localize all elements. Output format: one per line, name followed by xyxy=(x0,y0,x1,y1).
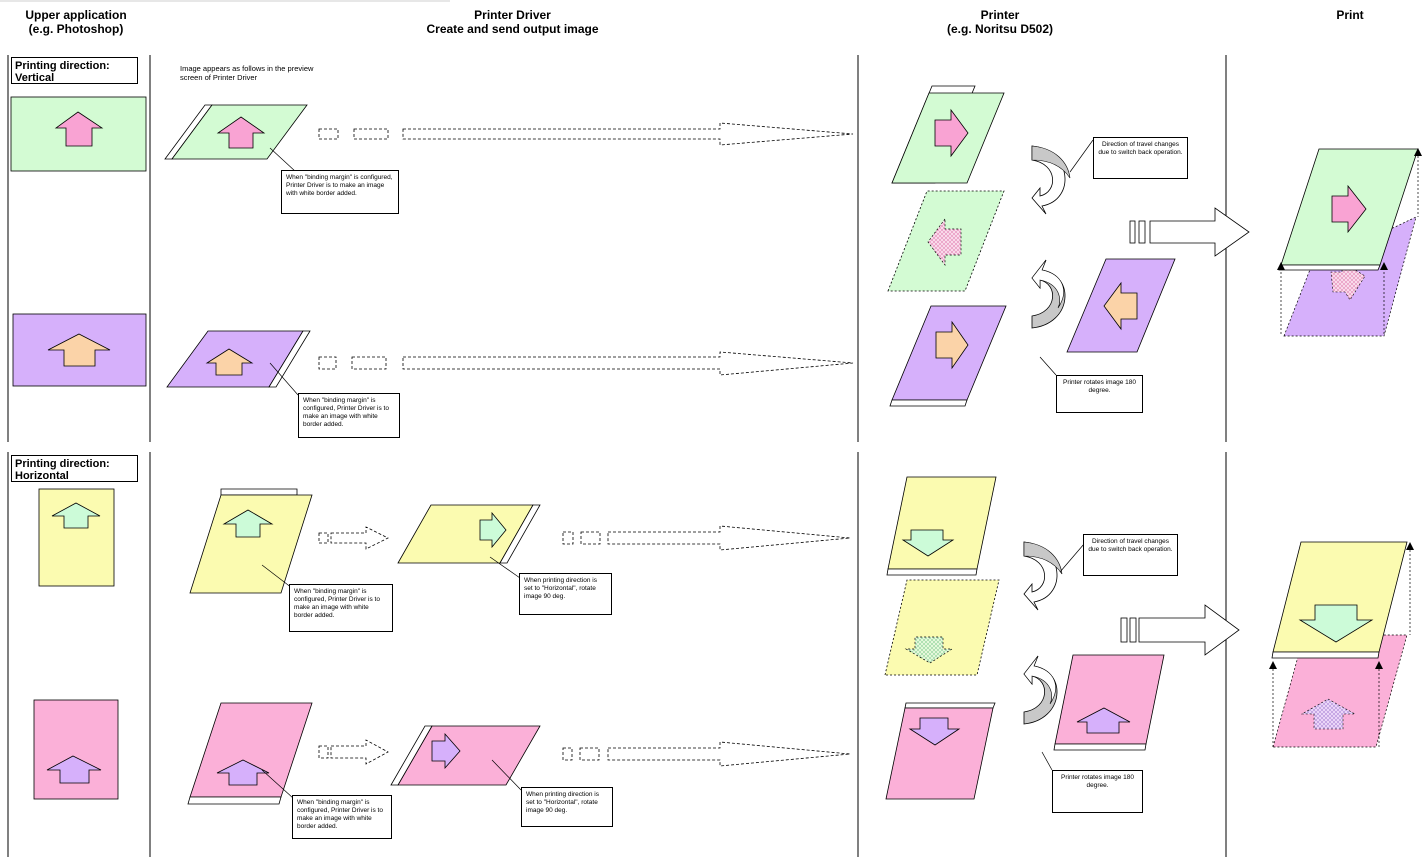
printer-image-yellow-flipped xyxy=(884,579,1000,676)
print-result-vertical xyxy=(1277,148,1422,337)
output-arrow-row1 xyxy=(1129,207,1250,257)
note-rotate-90-1: When printing direction is set to "Horiz… xyxy=(519,573,612,615)
driver-image-pink-rotated xyxy=(390,725,541,786)
note-binding-margin-3: When "binding margin" is configured, Pri… xyxy=(289,584,393,632)
switchback-curve-arrow-1 xyxy=(1031,145,1071,215)
driver-send-arrow-pink xyxy=(318,739,389,765)
source-image-purple xyxy=(12,313,147,387)
printer-image-green xyxy=(891,85,1005,184)
note-binding-margin-4: When "binding margin" is configured, Pri… xyxy=(292,795,392,839)
printer-image-purple-rotated xyxy=(1066,258,1176,353)
driver-image-purple xyxy=(166,330,311,388)
note-switch-back-1: Direction of travel changes due to switc… xyxy=(1093,137,1188,179)
send-arrow-row4 xyxy=(562,741,851,767)
switchback-curve-arrow-2 xyxy=(1031,259,1066,329)
column-dividers xyxy=(7,55,1227,857)
driver-image-pink xyxy=(187,702,313,805)
print-result-horizontal xyxy=(1269,541,1414,748)
column-header-print: Print xyxy=(1336,8,1364,22)
column-header-printer: Printer (e.g. Noritsu D502) xyxy=(946,8,1054,36)
printer-image-pink-rotated xyxy=(1053,654,1165,751)
output-arrow-row2 xyxy=(1120,604,1240,656)
section-label-horizontal: Printing direction: Horizontal xyxy=(11,455,138,482)
note-binding-margin-2: When "binding margin" is configured, Pri… xyxy=(298,393,400,438)
driver-image-yellow-rotated xyxy=(397,504,541,564)
printer-image-purple xyxy=(889,305,1007,407)
printer-image-green-flipped xyxy=(887,190,1005,292)
note-rotate-180-1: Printer rotates image 180 degree. xyxy=(1056,375,1143,413)
column-header-printer-driver: Printer Driver Create and send output im… xyxy=(426,8,599,36)
printer-image-pink xyxy=(885,702,996,800)
switchback-curve-arrow-3 xyxy=(1023,541,1063,611)
send-arrow-row3 xyxy=(562,525,851,551)
switchback-curve-arrow-4 xyxy=(1023,655,1058,725)
note-rotate-180-2: Printer rotates image 180 degree. xyxy=(1052,770,1143,813)
note-binding-margin-1: When "binding margin" is configured, Pri… xyxy=(281,170,399,214)
send-arrow-row1 xyxy=(318,122,854,146)
driver-send-arrow-yellow xyxy=(318,526,389,550)
send-arrow-row2 xyxy=(318,351,854,376)
source-image-green xyxy=(10,96,147,172)
source-image-yellow xyxy=(38,488,115,587)
source-image-pink xyxy=(33,699,119,800)
printer-image-yellow xyxy=(886,476,997,576)
column-header-upper-application: Upper application (e.g. Photoshop) xyxy=(25,8,127,36)
preview-caption: Image appears as follows in the preview … xyxy=(180,64,314,81)
driver-image-green xyxy=(164,104,308,160)
note-rotate-90-2: When printing direction is set to "Horiz… xyxy=(521,787,613,827)
section-label-vertical: Printing direction: Vertical xyxy=(11,57,138,84)
driver-image-yellow xyxy=(189,488,313,594)
note-switch-back-2: Direction of travel changes due to switc… xyxy=(1083,534,1178,576)
